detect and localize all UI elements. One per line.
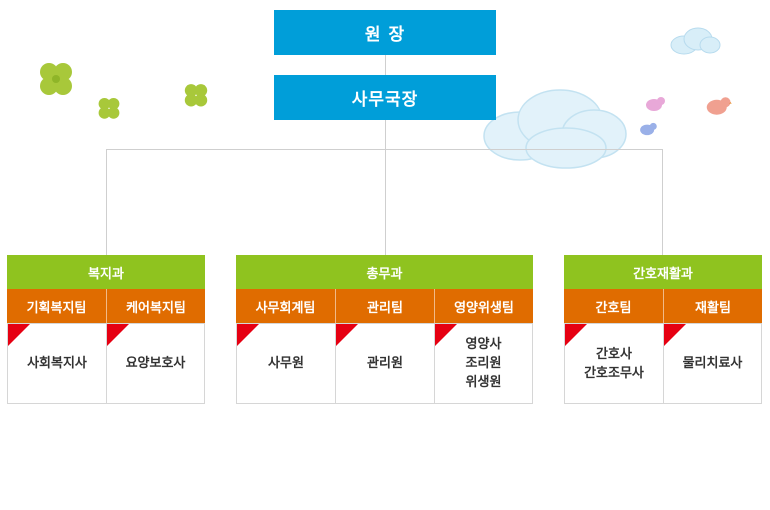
connector-line: [106, 149, 107, 255]
team-rehab: 재활팀: [663, 289, 762, 323]
department-nursing-rehab: 간호재활과: [564, 255, 762, 289]
role-label: 요양보호사: [125, 356, 186, 371]
corner-marker: [237, 324, 259, 346]
team-management: 관리팀: [335, 289, 434, 323]
team-planning-welfare: 기획복지팀: [7, 289, 106, 323]
role-label: 관리원: [367, 356, 403, 371]
role-cell: 간호사 간호조무사: [564, 323, 664, 404]
corner-marker: [565, 324, 587, 346]
role-label: 간호조무사: [584, 365, 644, 381]
team-nutrition-hygiene: 영양위생팀: [434, 289, 533, 323]
role-label: 사무원: [268, 356, 304, 371]
bird-icon: [646, 97, 665, 111]
team-care-welfare: 케어복지팀: [106, 289, 205, 323]
role-label: 사회복지사: [27, 356, 87, 371]
clover-icon: [98, 97, 120, 119]
role-cell: 사무원: [236, 323, 336, 404]
role-label: 위생원: [465, 375, 502, 390]
cloud-icon: [483, 89, 627, 169]
corner-marker: [336, 324, 358, 346]
role-cell: 물리치료사: [663, 323, 762, 404]
connector-line: [106, 149, 663, 150]
corner-marker: [435, 324, 457, 346]
secretary-box: 사무국장: [274, 75, 496, 120]
connector-line: [385, 120, 386, 255]
department-welfare: 복지과: [7, 255, 205, 289]
role-cell: 요양보호사: [106, 323, 205, 404]
role-label: 물리치료사: [682, 356, 743, 371]
cloud-icon: [670, 27, 721, 55]
role-cell: 관리원: [335, 323, 435, 404]
bird-icon: [640, 122, 657, 136]
connector-line: [385, 55, 386, 75]
director-box: 원 장: [274, 10, 496, 55]
role-label: 간호사: [596, 346, 632, 362]
role-label: 조리원: [465, 356, 502, 371]
team-nursing: 간호팀: [564, 289, 663, 323]
role-label: 영양사: [465, 337, 502, 352]
bird-icon: [706, 97, 732, 115]
corner-marker: [107, 324, 129, 346]
connector-line: [662, 149, 663, 255]
team-accounting: 사무회계팀: [236, 289, 335, 323]
role-cell: 영양사 조리원 위생원: [434, 323, 533, 404]
clover-icon: [40, 63, 72, 95]
corner-marker: [664, 324, 686, 346]
role-cell: 사회복지사: [7, 323, 107, 404]
clover-icon: [184, 84, 208, 107]
department-general-affairs: 총무과: [236, 255, 533, 289]
corner-marker: [8, 324, 30, 346]
